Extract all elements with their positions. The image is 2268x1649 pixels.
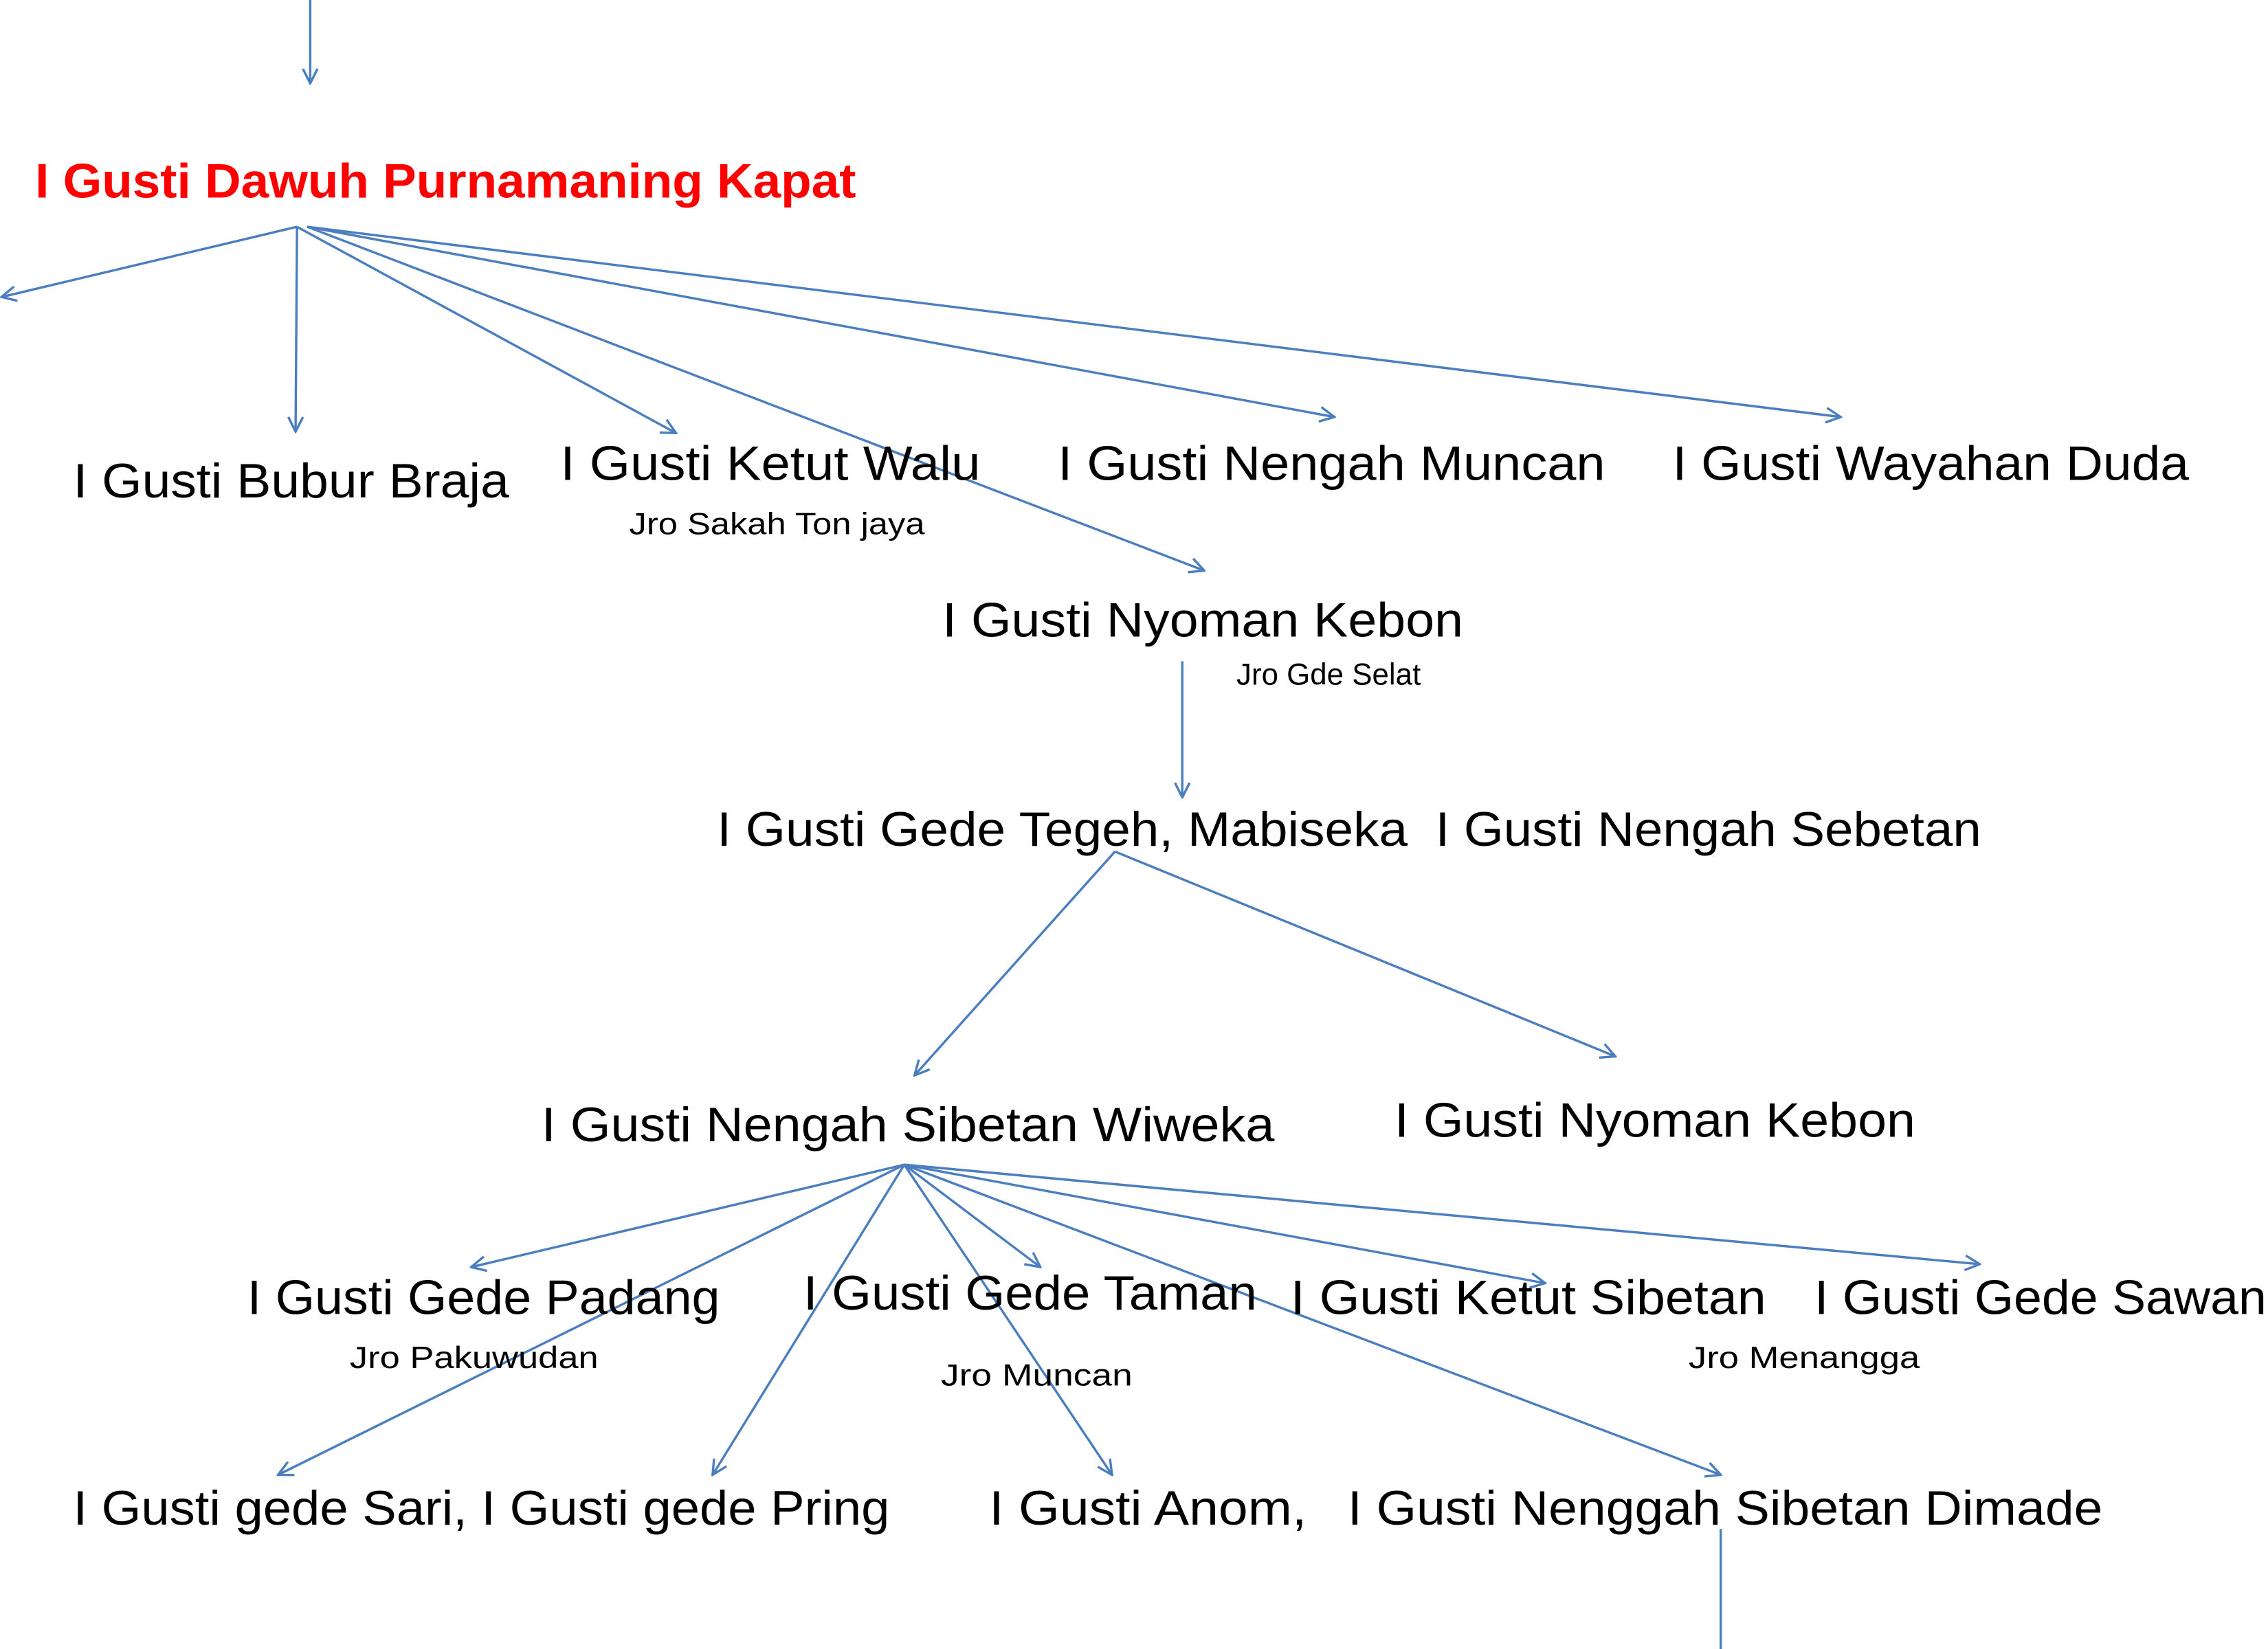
arrow-root-ketut-walu <box>296 225 676 433</box>
arrow-root-offpage-left <box>1 225 298 297</box>
node-wayahan-duda: I Gusti Wayahan Duda <box>1672 436 2190 490</box>
node-nyoman-kebon-2: I Gusti Nyoman Kebon <box>1394 1093 1915 1147</box>
node-bubur-braja: I Gusti Bubur Braja <box>73 453 509 508</box>
node-ketut-sibetan: I Gusti Ketut Sibetan <box>1291 1270 1766 1324</box>
arrow-tegeh-wiweka <box>915 851 1116 1075</box>
title-gede-padang: Jro Pakuwudan <box>350 1341 599 1375</box>
arrow-wiweka-sawan <box>904 1163 1980 1264</box>
connector-arrows <box>1 0 1979 1649</box>
arrow-root-wayahan-duda <box>307 225 1841 417</box>
node-sibetan-wiweka: I Gusti Nengah Sibetan Wiweka <box>542 1097 1276 1152</box>
arrow-wiweka-dimade <box>904 1163 1721 1474</box>
node-sibetan-dimade: I Gusti Nenggah Sibetan Dimade <box>1348 1481 2103 1535</box>
arrow-wiweka-padang <box>471 1163 905 1267</box>
node-nyoman-kebon: I Gusti Nyoman Kebon <box>942 592 1463 647</box>
arrow-wiweka-ketut-sibetan <box>904 1163 1546 1283</box>
title-gede-sawan: Jro Menangga <box>1689 1341 1920 1375</box>
arrow-root-bubur-braja <box>296 227 297 431</box>
arrow-wiweka-sari <box>278 1163 905 1474</box>
arrow-tegeh-kebon <box>1114 850 1615 1056</box>
arrow-wiweka-pring <box>713 1164 906 1474</box>
node-gede-sawan: I Gusti Gede Sawan <box>1814 1270 2267 1324</box>
root-name: I Gusti Dawuh Purnamaning Kapat <box>35 153 856 207</box>
node-nengah-muncan: I Gusti Nengah Muncan <box>1058 436 1605 490</box>
node-gede-tegeh: I Gusti Gede Tegeh, Mabiseka <box>717 802 1408 856</box>
node-gede-taman: I Gusti Gede Taman <box>803 1266 1257 1320</box>
node-ketut-walu: I Gusti Ketut Walu <box>560 436 980 490</box>
node-nengah-sebetan: I Gusti Nengah Sebetan <box>1436 802 1981 856</box>
arrow-root-nyoman-kebon <box>307 225 1204 570</box>
node-gede-padang: I Gusti Gede Padang <box>247 1270 720 1324</box>
node-anom: I Gusti Anom, <box>989 1481 1307 1535</box>
title-gede-taman: Jro Muncan <box>941 1359 1133 1393</box>
arrow-root-nengah-muncan <box>307 225 1335 417</box>
title-ketut-walu: Jro Sakah Ton jaya <box>629 507 924 541</box>
arrow-wiweka-anom <box>903 1164 1112 1474</box>
title-nyoman-kebon: Jro Gde Selat <box>1236 658 1421 692</box>
node-sari-pring: I Gusti gede Sari, I Gusti gede Pring <box>73 1481 889 1535</box>
arrow-wiweka-taman <box>903 1163 1041 1267</box>
